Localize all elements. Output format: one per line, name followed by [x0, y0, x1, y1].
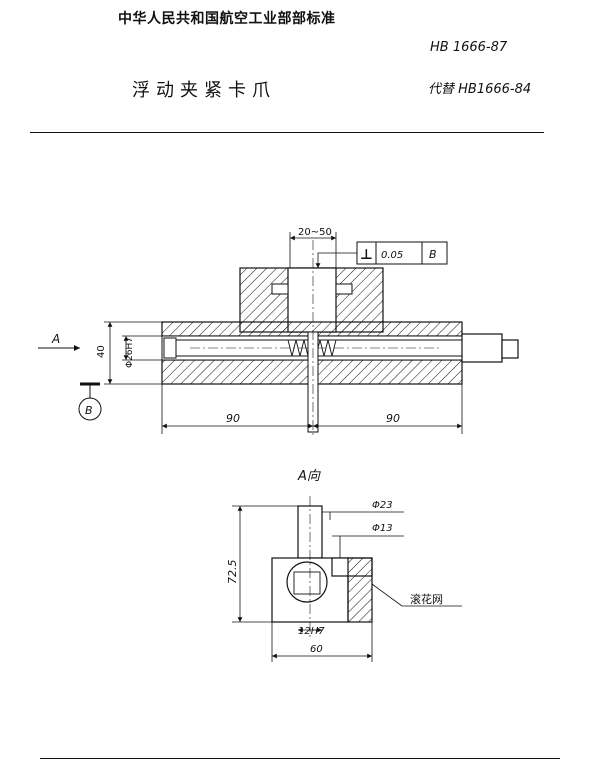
set-screw-right: [335, 283, 353, 295]
adjusting-screw: [461, 333, 503, 363]
standard-title: 浮动夹紧卡爪: [132, 80, 276, 101]
view-a-knurled-nut: [347, 557, 373, 623]
note-knurl: 滚花网: [410, 592, 443, 606]
dim-20-50: 20~50: [298, 227, 332, 238]
dim-left-90: 90: [226, 412, 240, 425]
dim-12h7: 12H7: [298, 626, 325, 637]
dim-40: 40: [96, 345, 107, 358]
left-cap: [163, 337, 177, 359]
tolerance-value: 0.05: [381, 250, 403, 261]
dim-72-5: 72.5: [226, 560, 239, 585]
view-a: A向 Φ23 Φ13 72.5 12H7 60: [226, 469, 462, 662]
view-a-title: A向: [297, 469, 321, 484]
main-section-view: 20~50 ⊥ 0.05 B A B 40 Φ26H7 90 90: [38, 227, 519, 436]
dim-d13: Φ13: [372, 523, 393, 534]
dim-right-90: 90: [386, 412, 400, 425]
datum-b-label: B: [85, 404, 93, 417]
screw-head: [501, 339, 519, 359]
dim-60: 60: [310, 644, 323, 655]
dim-bore: Φ26H7: [125, 337, 135, 368]
replaces-standard: 代替 HB1666-84: [428, 82, 532, 97]
tolerance-datum: B: [429, 248, 437, 261]
view-a-bore-circle: [286, 561, 328, 603]
view-a-label: A: [51, 332, 60, 346]
center-slot: [287, 267, 337, 333]
set-screw-left: [271, 283, 289, 295]
standard-organization: 中华人民共和国航空工业部部标准: [118, 11, 336, 27]
footer-rule: [40, 758, 560, 759]
datum-b-circle: [78, 397, 102, 421]
standard-number: HB 1666-87: [430, 40, 508, 55]
perpendicularity-symbol: ⊥: [360, 247, 373, 263]
dim-d23: Φ23: [372, 500, 393, 511]
header-rule: [30, 132, 544, 133]
